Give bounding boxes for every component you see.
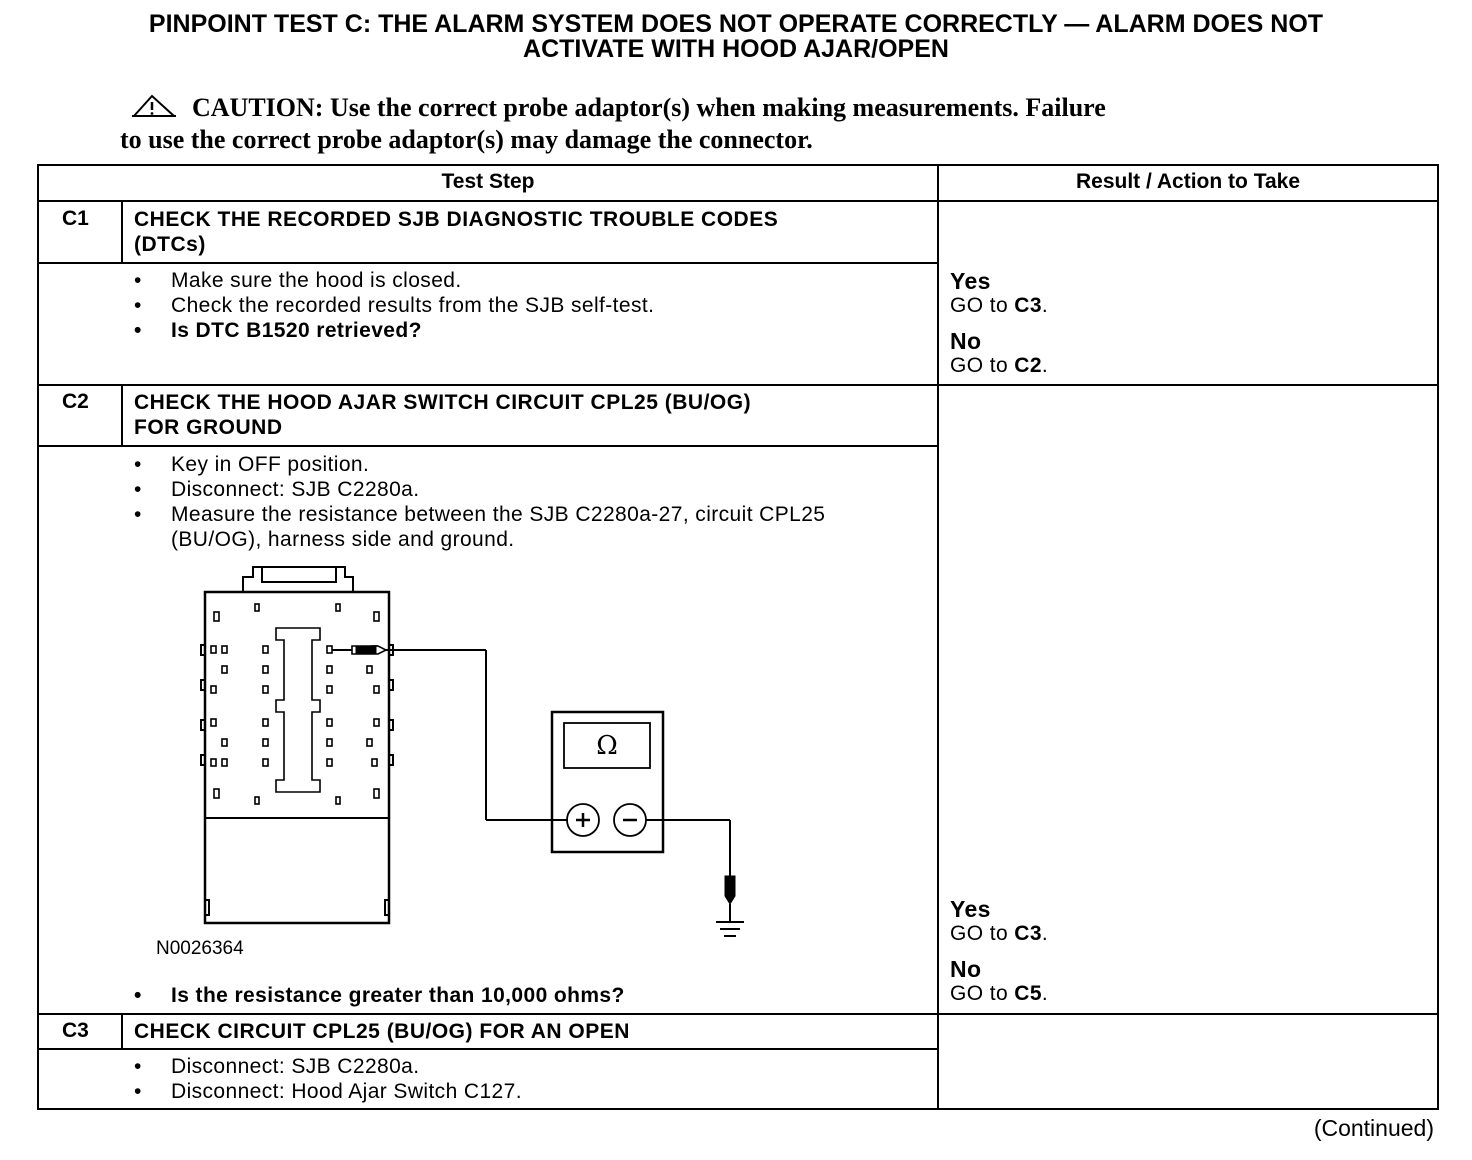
action-prefix: GO to: [950, 294, 1015, 317]
step-title-c1-line-2: (DTCs): [134, 233, 206, 256]
page-title: PINPOINT TEST C: THE ALARM SYSTEM DOES N…: [40, 12, 1432, 62]
action-prefix: GO to: [950, 982, 1015, 1005]
result-c2-no-action: GO to C5.: [950, 982, 1048, 1006]
goto-step-link[interactable]: C3: [1014, 294, 1042, 317]
ohm-symbol: Ω: [596, 731, 618, 761]
action-suffix: .: [1041, 922, 1049, 945]
action-prefix: GO to: [950, 922, 1015, 945]
list-item: Check the recorded results from the SJB …: [134, 293, 924, 318]
action-suffix: .: [1041, 354, 1049, 377]
result-c2-yes-action: GO to C3.: [950, 922, 1048, 946]
connector-diagram: Ω: [200, 566, 744, 937]
step-question-c1: Is DTC B1520 retrieved?: [134, 318, 924, 343]
result-c2-yes-label: Yes: [950, 896, 991, 922]
list-item: Disconnect: SJB C2280a.: [134, 1054, 924, 1079]
step-body-c1: Make sure the hood is closed. Check the …: [134, 268, 924, 343]
goto-step-link[interactable]: C2: [1014, 354, 1042, 377]
goto-step-link[interactable]: C5: [1014, 982, 1042, 1005]
caution-line-2: to use the correct probe adaptor(s) may …: [120, 125, 813, 154]
result-c1-no-action: GO to C2.: [950, 354, 1048, 378]
step-title-c2-line-2: FOR GROUND: [134, 416, 283, 439]
step-body-c2: Key in OFF position. Disconnect: SJB C22…: [134, 452, 894, 552]
result-c1-yes-action: GO to C3.: [950, 294, 1048, 318]
step-title-c1-line-1: CHECK THE RECORDED SJB DIAGNOSTIC TROUBL…: [134, 208, 779, 231]
title-line-2: ACTIVATE WITH HOOD AJAR/OPEN: [523, 35, 949, 63]
list-item: Key in OFF position.: [134, 452, 894, 477]
step-title-c1: CHECK THE RECORDED SJB DIAGNOSTIC TROUBL…: [134, 207, 924, 257]
step-id-c1: C1: [62, 207, 89, 230]
result-c1-yes-label: Yes: [950, 268, 991, 294]
step-question-c2: Is the resistance greater than 10,000 oh…: [134, 983, 924, 1008]
header-result-action: Result / Action to Take: [1075, 170, 1301, 193]
step-body-c3: Disconnect: SJB C2280a. Disconnect: Hood…: [134, 1054, 924, 1104]
goto-step-link[interactable]: C3: [1014, 922, 1042, 945]
action-prefix: GO to: [950, 354, 1015, 377]
warning-triangle-icon: [132, 94, 176, 117]
step-title-c3: CHECK CIRCUIT CPL25 (BU/OG) FOR AN OPEN: [134, 1019, 924, 1044]
action-suffix: .: [1041, 294, 1049, 317]
step-id-c3: C3: [62, 1019, 89, 1042]
figure-id: N0026364: [156, 938, 244, 959]
step-title-c2-line-1: CHECK THE HOOD AJAR SWITCH CIRCUIT CPL25…: [134, 391, 752, 414]
step-title-c2: CHECK THE HOOD AJAR SWITCH CIRCUIT CPL25…: [134, 390, 924, 440]
action-suffix: .: [1041, 982, 1049, 1005]
list-item: Disconnect: Hood Ajar Switch C127.: [134, 1079, 924, 1104]
caution-notice: CAUTION: Use the correct probe adaptor(s…: [120, 92, 1360, 156]
list-item: Measure the resistance between the SJB C…: [134, 502, 894, 552]
result-c2: Yes GO to C3. No GO to C5.: [950, 896, 1048, 1006]
caution-line-1: CAUTION: Use the correct probe adaptor(s…: [192, 93, 1106, 122]
step-title-c3-line-1: CHECK CIRCUIT CPL25 (BU/OG) FOR AN OPEN: [134, 1020, 630, 1043]
list-item: Disconnect: SJB C2280a.: [134, 477, 894, 502]
step-question-c2-wrap: Is the resistance greater than 10,000 oh…: [134, 983, 924, 1008]
continued-label: (Continued): [1313, 1115, 1434, 1141]
title-line-1: PINPOINT TEST C: THE ALARM SYSTEM DOES N…: [148, 10, 1324, 38]
list-item: Make sure the hood is closed.: [134, 268, 924, 293]
result-c2-no-label: No: [950, 956, 982, 982]
result-c1: Yes GO to C3. No GO to C2.: [950, 268, 1048, 378]
header-test-step: Test Step: [441, 170, 535, 193]
step-id-c2: C2: [62, 390, 89, 413]
result-c1-no-label: No: [950, 328, 982, 354]
